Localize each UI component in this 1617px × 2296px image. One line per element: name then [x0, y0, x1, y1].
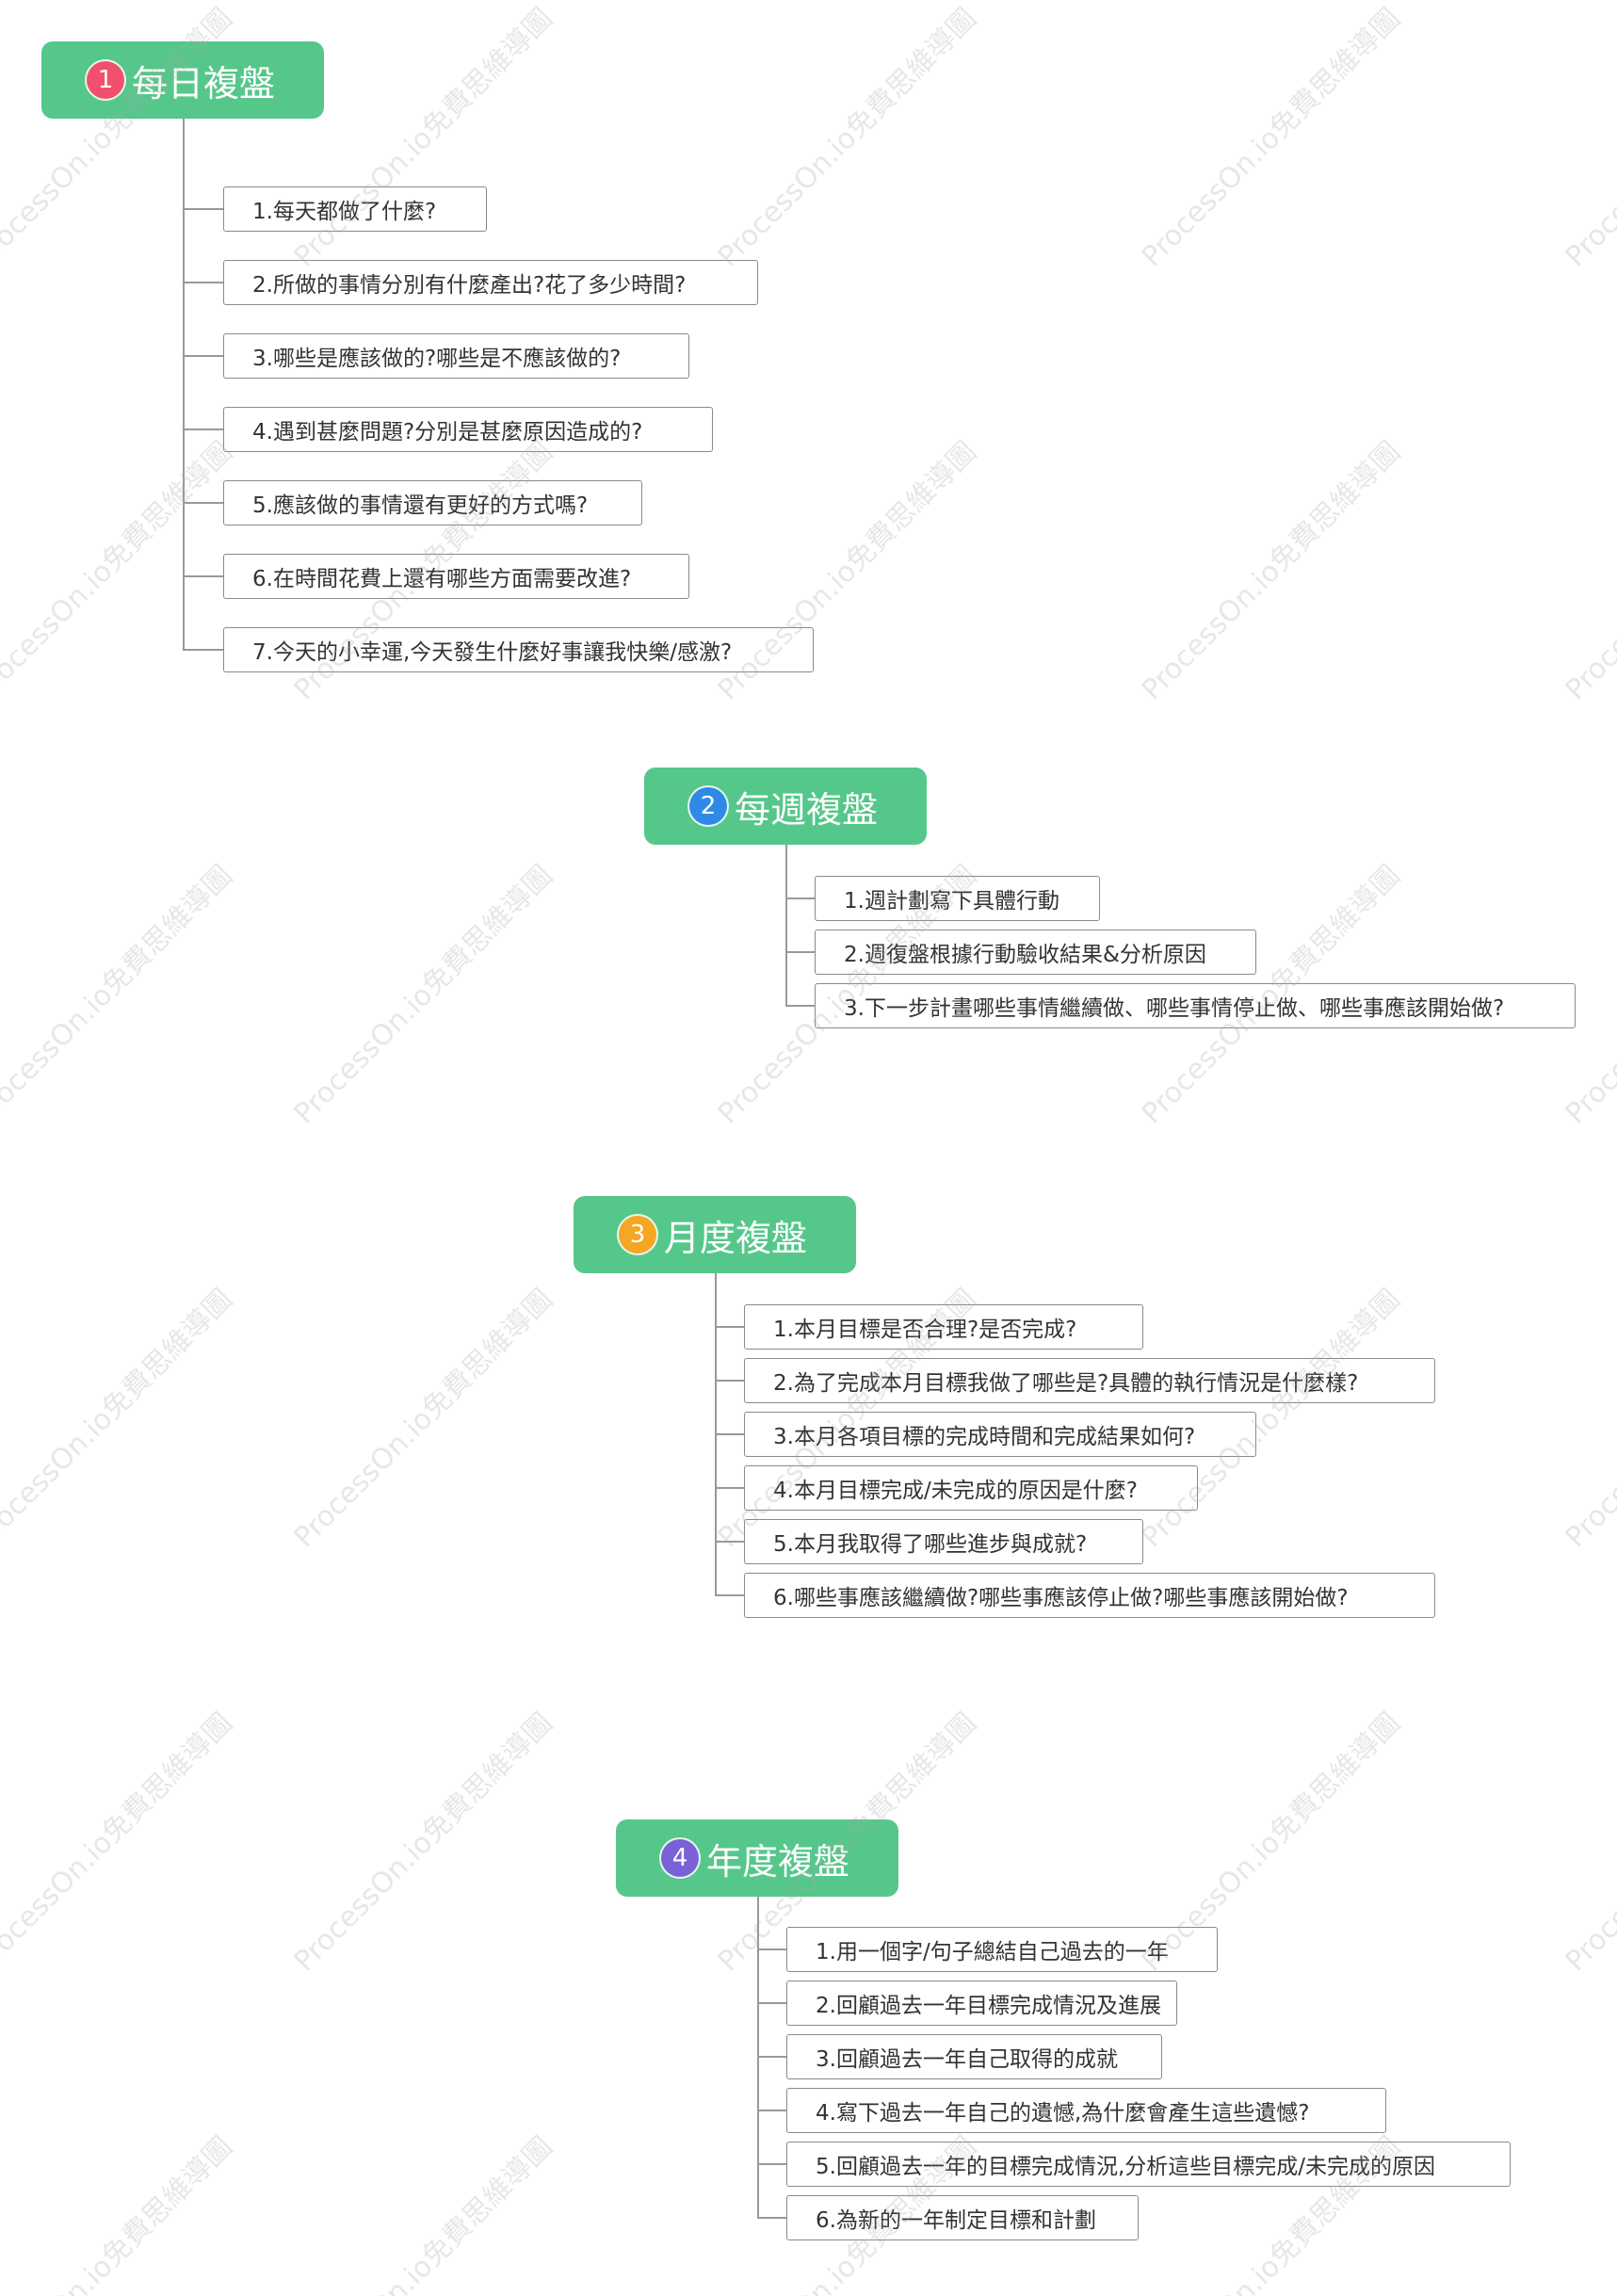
connector-branch: [715, 1541, 744, 1543]
subtopic-node[interactable]: 3.下一步計畫哪些事情繼續做、哪些事情停止做、哪些事應該開始做?: [815, 983, 1576, 1028]
connector-branch: [785, 897, 815, 899]
subtopic-node[interactable]: 1.本月目標是否合理?是否完成?: [744, 1304, 1143, 1350]
subtopic-node[interactable]: 5.應該做的事情還有更好的方式嗎?: [223, 480, 642, 525]
connector-trunk: [183, 119, 185, 650]
subtopic-node[interactable]: 6.哪些事應該繼續做?哪些事應該停止做?哪些事應該開始做?: [744, 1573, 1435, 1618]
connector-branch: [183, 282, 223, 283]
root-topic-title: 每週複盤: [735, 788, 879, 831]
connector-branch: [757, 1948, 786, 1950]
connector-branch: [785, 1005, 815, 1007]
subtopic-node[interactable]: 6.在時間花費上還有哪些方面需要改進?: [223, 554, 689, 599]
subtopic-node[interactable]: 2.週復盤根據行動驗收結果&分析原因: [815, 930, 1256, 975]
connector-branch: [183, 649, 223, 651]
connector-branch: [715, 1326, 744, 1328]
subtopic-node[interactable]: 4.遇到甚麼問題?分別是甚麼原因造成的?: [223, 407, 713, 452]
subtopic-node[interactable]: 5.本月我取得了哪些進步與成就?: [744, 1519, 1143, 1564]
connector-branch: [183, 575, 223, 577]
subtopic-node[interactable]: 3.哪些是應該做的?哪些是不應該做的?: [223, 333, 689, 379]
connector-branch: [715, 1380, 744, 1382]
connector-branch: [183, 208, 223, 210]
number-badge: 1: [87, 61, 124, 99]
subtopic-node[interactable]: 2.回顧過去一年目標完成情況及進展: [786, 1981, 1177, 2026]
connector-branch: [785, 951, 815, 953]
subtopic-node[interactable]: 2.為了完成本月目標我做了哪些是?具體的執行情況是什麼樣?: [744, 1358, 1435, 1403]
subtopic-node[interactable]: 3.回顧過去一年自己取得的成就: [786, 2034, 1162, 2079]
connector-branch: [757, 2110, 786, 2111]
connector-branch: [757, 2056, 786, 2058]
number-badge: 2: [689, 787, 727, 825]
connector-branch: [715, 1433, 744, 1435]
subtopic-node[interactable]: 1.每天都做了什麼?: [223, 186, 487, 232]
connector-branch: [183, 502, 223, 504]
subtopic-node[interactable]: 7.今天的小幸運,今天發生什麼好事讓我快樂/感激?: [223, 627, 814, 672]
subtopic-node[interactable]: 6.為新的一年制定目標和計劃: [786, 2195, 1139, 2240]
connector-branch: [757, 2217, 786, 2219]
number-badge: 3: [619, 1216, 656, 1253]
subtopic-node[interactable]: 5.回顧過去一年的目標完成情況,分析這些目標完成/未完成的原因: [786, 2142, 1511, 2187]
connector-branch: [715, 1594, 744, 1596]
connector-branch: [757, 2163, 786, 2165]
root-topic-title: 年度複盤: [706, 1840, 850, 1883]
subtopic-node[interactable]: 3.本月各項目標的完成時間和完成結果如何?: [744, 1412, 1256, 1457]
connector-branch: [715, 1487, 744, 1489]
number-badge: 4: [661, 1839, 699, 1877]
subtopic-node[interactable]: 2.所做的事情分別有什麼產出?花了多少時間?: [223, 260, 758, 305]
connector-branch: [183, 355, 223, 357]
connector-trunk: [785, 845, 787, 1006]
root-topic-title: 月度複盤: [664, 1217, 808, 1259]
connector-branch: [183, 428, 223, 430]
root-topic-title: 每日複盤: [132, 62, 276, 105]
subtopic-node[interactable]: 1.週計劃寫下具體行動: [815, 876, 1100, 921]
subtopic-node[interactable]: 4.本月目標完成/未完成的原因是什麼?: [744, 1465, 1198, 1511]
subtopic-node[interactable]: 1.用一個字/句子總結自己過去的一年: [786, 1927, 1218, 1972]
subtopic-node[interactable]: 4.寫下過去一年自己的遺憾,為什麼會產生這些遺憾?: [786, 2088, 1386, 2133]
connector-branch: [757, 2002, 786, 2004]
